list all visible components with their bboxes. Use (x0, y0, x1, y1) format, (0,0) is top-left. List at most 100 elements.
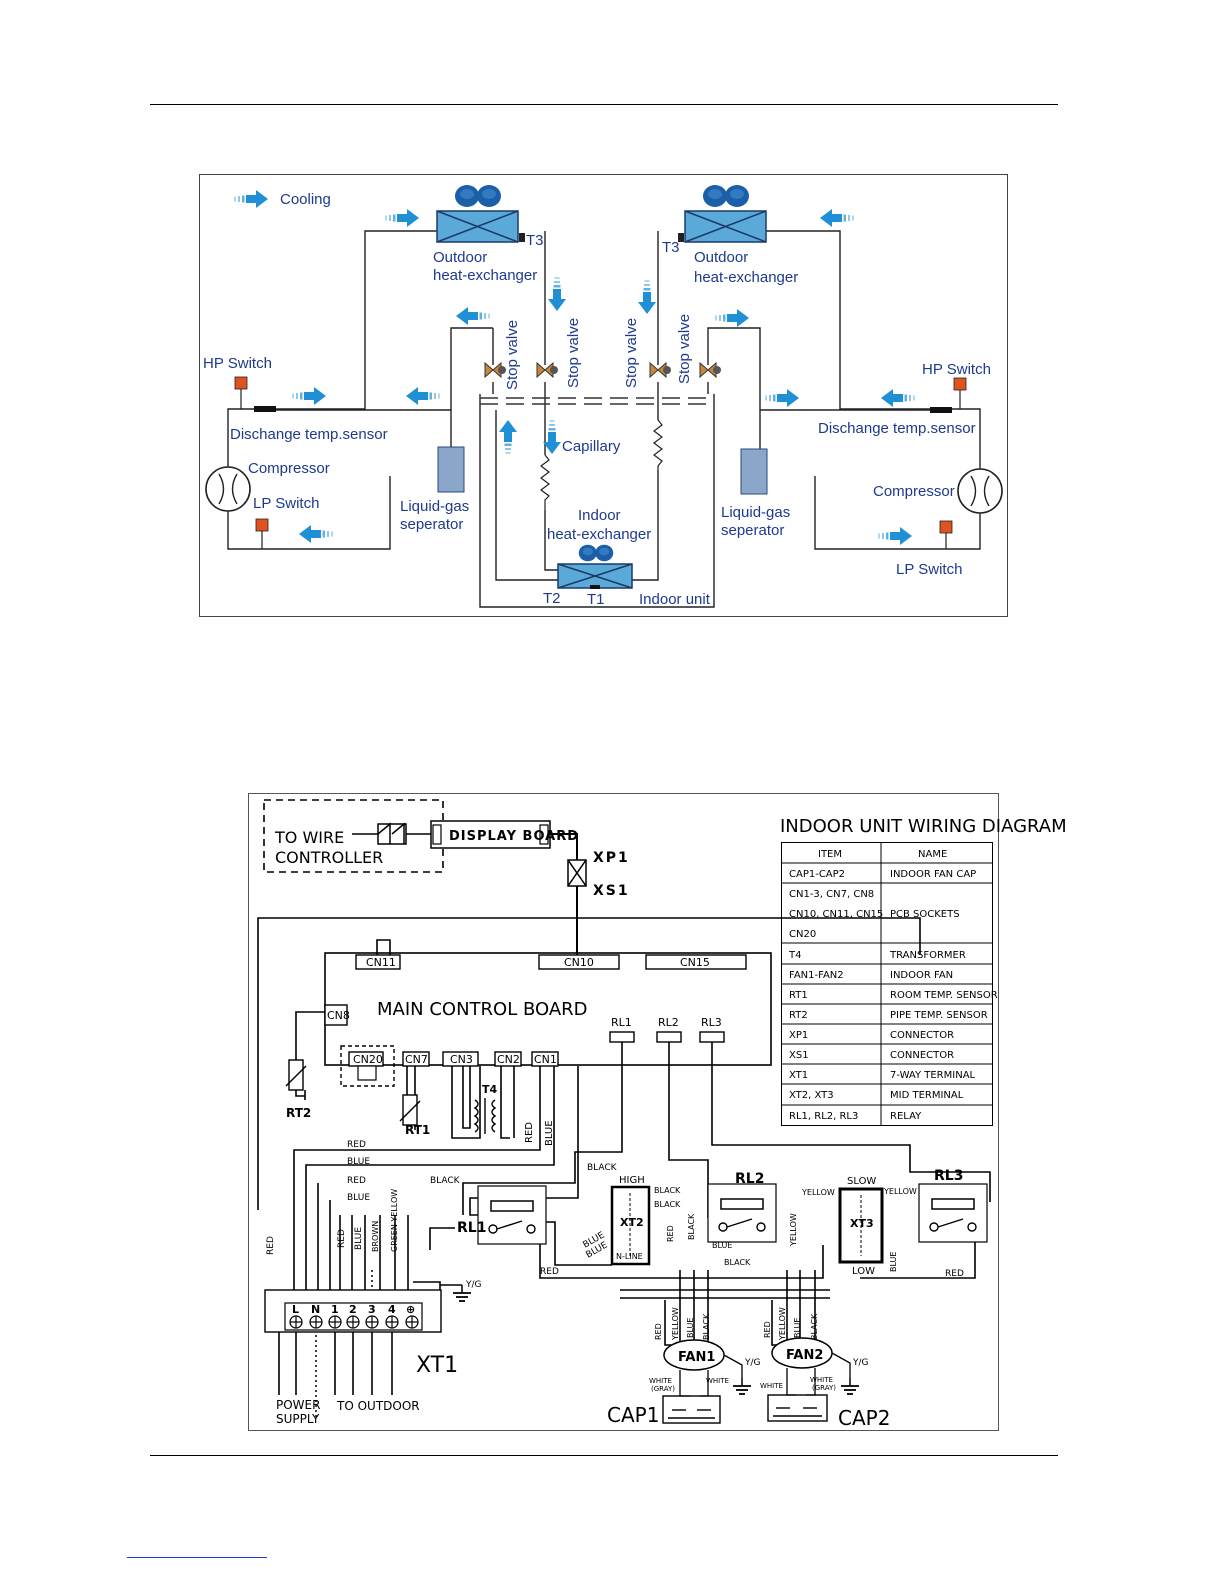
footer-rule (150, 1455, 1058, 1456)
legend-item: RT1 (789, 990, 808, 1001)
stop-valve-label-3: Stop valve (623, 318, 640, 388)
compressor-left (205, 466, 251, 512)
t2-label: T2 (543, 590, 561, 607)
main-control-board-label: MAIN CONTROL BOARD (377, 999, 588, 1020)
xp1-label: XP1 (593, 850, 630, 866)
wire-label-black: BLACK (810, 1313, 819, 1340)
svg-text:Cooling: Cooling (280, 191, 331, 208)
discharge-sensor-right (930, 407, 952, 413)
legend-item: XT2, XT3 (789, 1090, 834, 1101)
low-label: LOW (852, 1266, 875, 1277)
cn2-label: CN2 (497, 1053, 520, 1066)
wire-label-black: BLACK (430, 1176, 461, 1186)
lp-switch-right (939, 520, 953, 534)
cn15-label: CN15 (680, 956, 710, 969)
vertical-wire-labels: RED RED BLUE BROWN GREEN YELLOW RED BLAC… (266, 1189, 898, 1341)
legend-name: CONNECTOR (890, 1030, 954, 1041)
flow-arrows (292, 209, 915, 545)
wire-label-red: RED (666, 1225, 675, 1242)
connector-labels: CN11 CN10 CN15 CN8 CN20 CN7 CN3 CN2 CN1 … (327, 956, 722, 1066)
cn11-label: CN11 (366, 956, 396, 969)
wiring-diagram: TO WIRE CONTROLLER DISPLAY BOARD XP1 XS1… (248, 793, 1067, 1431)
stop-valve-label-4: Stop valve (676, 314, 693, 384)
xt1-screws (289, 1315, 419, 1329)
cn7-label: CN7 (405, 1053, 428, 1066)
outdoor-hx-left (436, 185, 525, 243)
xs1-label: XS1 (593, 883, 630, 899)
cn10-label: CN10 (564, 956, 594, 969)
terminal-1: 1 (331, 1303, 339, 1316)
cap1-capacitor (662, 1395, 721, 1424)
rt1-label: RT1 (405, 1123, 430, 1137)
wire-label-brown: BROWN (371, 1221, 380, 1252)
power-supply-line2: SUPPLY (276, 1412, 320, 1426)
lp-switch-left-label: LP Switch (253, 495, 319, 512)
relay-rl3 (918, 1183, 988, 1243)
board-connectors (324, 954, 747, 1067)
display-board (430, 820, 551, 849)
terminal-3: 3 (368, 1303, 376, 1316)
horizontal-wire-labels: RED BLUE RED BLUE BLACK BLACK BLACK BLAC… (347, 1140, 964, 1279)
cn1-label: CN1 (534, 1053, 557, 1066)
t4-label: T4 (482, 1083, 498, 1096)
compressor-right-label: Compressor (873, 483, 955, 500)
xt3-terminal (838, 1187, 884, 1264)
rl2-board-label: RL2 (658, 1016, 679, 1029)
wire-label-black: BLACK (587, 1163, 618, 1173)
capillary-left (540, 454, 550, 510)
wire-label-black: BLACK (724, 1258, 751, 1267)
t4-transformer (473, 1098, 497, 1134)
xt3-label: XT3 (850, 1217, 874, 1230)
wire-label-blue: BLUE (889, 1252, 898, 1272)
legend-name: RELAY (890, 1111, 922, 1122)
wire-label-blue: BLUE (354, 1227, 364, 1250)
fan1-label: FAN1 (678, 1350, 715, 1365)
cn3-label: CN3 (450, 1053, 473, 1066)
cap2-capacitor (767, 1394, 828, 1422)
legend-item: FAN1-FAN2 (789, 970, 844, 981)
discharge-sensor-right-label: Dischange temp.sensor (818, 420, 976, 437)
yg-label-fan2: Y/G (852, 1358, 869, 1368)
header-rule (150, 104, 1058, 105)
legend-text: ITEM NAME CAP1-CAP2 INDOOR FAN CAP CN1-3… (788, 849, 998, 1122)
outdoor-hx-right (678, 185, 767, 243)
fan1-ground-icon (732, 1377, 752, 1395)
wire-label-blue: BLUE (347, 1193, 370, 1203)
white-label: WHITE (706, 1377, 729, 1385)
cn20-label: CN20 (353, 1053, 383, 1066)
legend-header-name: NAME (918, 849, 947, 860)
legend-name: 7-WAY TERMINAL (890, 1070, 976, 1081)
wire-label-black: BLACK (654, 1200, 681, 1209)
wire-label-black: BLACK (687, 1213, 696, 1240)
indoor-hx (557, 544, 633, 589)
terminal-2: 2 (349, 1303, 357, 1316)
separator-left-line2: seperator (400, 516, 463, 533)
capillary-label: Capillary (562, 438, 621, 455)
discharge-sensor-left (254, 406, 276, 412)
wire-label-blue: BLUE (686, 1318, 695, 1338)
legend-name: INDOOR FAN CAP (890, 869, 976, 880)
outdoor-hx-right-line1: Outdoor (694, 249, 748, 266)
rl3-label: RL3 (934, 1168, 963, 1184)
legend-item: XS1 (789, 1050, 809, 1061)
indoor-hx-line1: Indoor (578, 507, 621, 524)
outdoor-hx-right-line2: heat-exchanger (694, 269, 798, 286)
wire-label-yellow: YELLOW (671, 1307, 680, 1341)
wire-label-red: RED (524, 1122, 535, 1143)
legend-item: XP1 (789, 1030, 808, 1041)
display-board-label: DISPLAY BOARD (449, 829, 579, 844)
wire-label-red: RED (347, 1176, 366, 1186)
t3-label-left: T3 (526, 232, 544, 249)
compressor-right (957, 468, 1003, 514)
white-label: WHITE (760, 1382, 783, 1390)
wire-label-red: RED (347, 1140, 366, 1150)
power-supply-line1: POWER (276, 1398, 320, 1412)
hp-switch-right-label: HP Switch (922, 361, 991, 378)
relay-rl2 (707, 1183, 777, 1243)
stop-valve-label-2: Stop valve (565, 318, 582, 388)
legend-name: CONNECTOR (890, 1050, 954, 1061)
wire-controller-line1: TO WIRE (274, 828, 344, 847)
cap1-label: CAP1 (607, 1403, 659, 1427)
controller-connector (352, 822, 432, 845)
indoor-hx-line2: heat-exchanger (547, 526, 651, 543)
